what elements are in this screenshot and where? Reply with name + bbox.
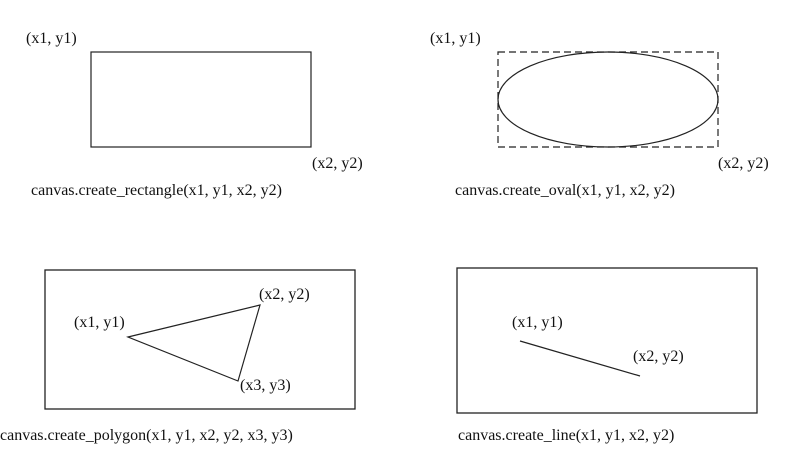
line-p1-label: (x1, y1): [512, 314, 563, 331]
rectangle-panel: (x1, y1) (x2, y2) canvas.create_rectangl…: [26, 30, 363, 199]
polygon-panel: (x1, y1) (x2, y2) (x3, y3) canvas.create…: [0, 269, 356, 444]
rectangle-shape: [90, 51, 312, 148]
polygon-p3-label: (x3, y3): [240, 377, 291, 394]
rectangle-p1-label: (x1, y1): [26, 30, 77, 47]
line-panel: (x1, y1) (x2, y2) canvas.create_line(x1,…: [456, 267, 758, 444]
oval-p2-label: (x2, y2): [718, 155, 769, 172]
polygon-shape: [126, 304, 261, 382]
line-shape: [519, 340, 641, 377]
rectangle-caption: canvas.create_rectangle(x1, y1, x2, y2): [31, 182, 282, 199]
oval-p1-label: (x1, y1): [430, 30, 481, 47]
oval-caption: canvas.create_oval(x1, y1, x2, y2): [455, 182, 675, 199]
polygon-p1-label: (x1, y1): [74, 314, 125, 331]
rectangle-p2-label: (x2, y2): [312, 155, 363, 172]
line-p2-label: (x2, y2): [633, 348, 684, 365]
oval-panel: (x1, y1) (x2, y2) canvas.create_oval(x1,…: [430, 30, 769, 199]
polygon-p2-label: (x2, y2): [259, 286, 310, 303]
polygon-canvas-frame: [44, 269, 356, 410]
polygon-caption: canvas.create_polygon(x1, y1, x2, y2, x3…: [0, 427, 293, 444]
oval-bounding-box: [497, 51, 719, 148]
line-caption: canvas.create_line(x1, y1, x2, y2): [458, 427, 674, 444]
oval-shape: [497, 51, 719, 148]
line-canvas-frame: [456, 267, 758, 414]
